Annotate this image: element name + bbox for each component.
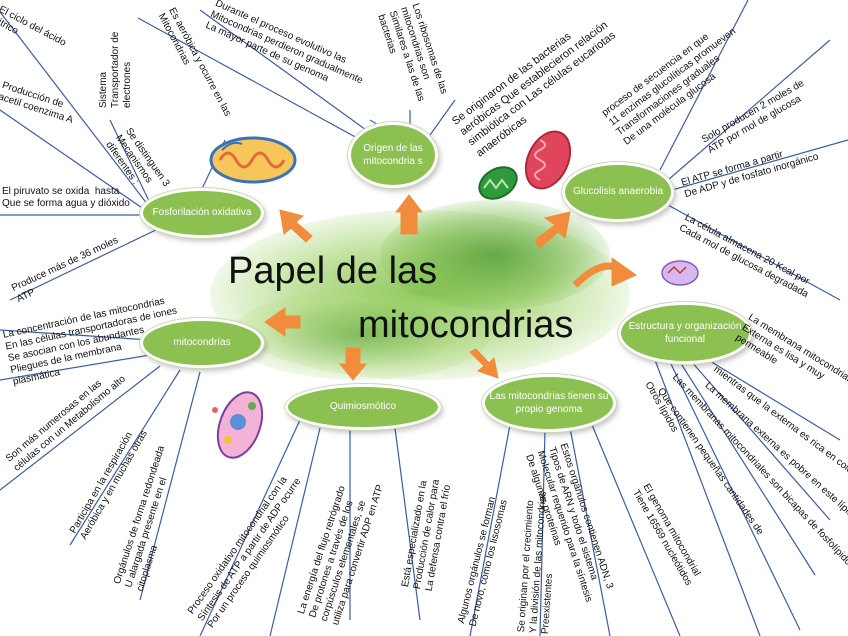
text-piruvato: El piruvato se oxida hasta Que se forma … — [2, 186, 130, 209]
cell-illustration — [212, 391, 264, 459]
map-title-line2: mitocondrias — [358, 304, 574, 346]
small-illustration-right — [661, 260, 699, 286]
node-quimiosmotico[interactable]: Quimiosmótico — [285, 384, 441, 430]
arrow-down — [338, 347, 368, 381]
arrow-up-right — [534, 211, 571, 249]
mitochondria-illustration-red — [524, 130, 572, 190]
arrow-left — [264, 307, 301, 337]
arrow-up — [394, 194, 424, 235]
text-sistema: Sistema Transportador de electrones — [98, 31, 133, 108]
node-fosforilacion[interactable]: Fosforilación oxidativa — [140, 188, 264, 238]
node-origen[interactable]: Origen de las mitocondria s — [348, 122, 438, 188]
arrow-up-left — [279, 209, 313, 243]
mitochondria-illustration-green — [478, 166, 518, 200]
map-title-line1: Papel de las — [228, 250, 438, 292]
node-glucolisis[interactable]: Glucolisis anaerobia — [562, 162, 674, 222]
watercolor-splash — [380, 200, 610, 310]
mitochondria-illustration-left — [209, 136, 297, 184]
arrow-down-right — [469, 348, 499, 379]
curved-arrow-right — [572, 257, 637, 288]
node-mitocondrias[interactable]: mitocondrías — [140, 318, 264, 368]
node-genoma[interactable]: Las mitocondrias tienen su propio genoma — [482, 374, 616, 432]
node-estructura[interactable]: Estructura y organización funcional — [618, 302, 752, 364]
